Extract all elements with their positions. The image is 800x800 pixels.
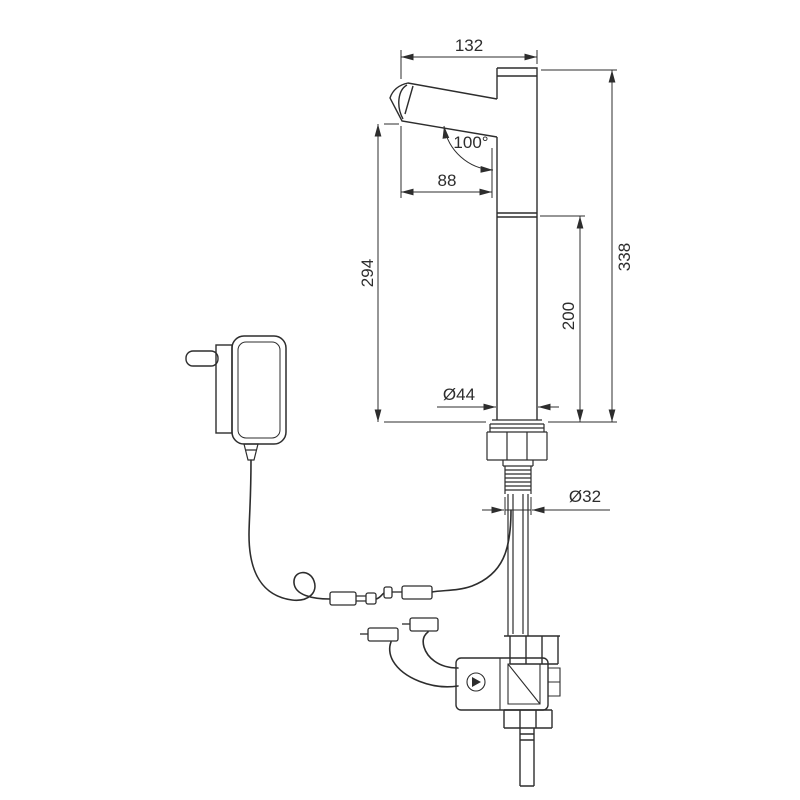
- angle-arc-100: [442, 125, 494, 173]
- dimension-labels: 132 100° 88 294 338 200 Ø44 Ø32: [358, 36, 634, 506]
- adapter-body: [231, 335, 287, 445]
- faucet-base-stack: [486, 419, 548, 494]
- connector-plug-2: [401, 585, 433, 600]
- dimensions: [374, 50, 617, 515]
- cable-boot: [243, 443, 259, 461]
- dim-label-d32: Ø32: [569, 487, 601, 506]
- box-cable-1: [422, 631, 459, 669]
- faucet-spout: [389, 82, 498, 138]
- adapter-cable: [248, 459, 331, 602]
- dim-label-200: 200: [559, 302, 578, 330]
- dim-label-88: 88: [438, 171, 457, 190]
- control-box-assembly: [455, 635, 561, 787]
- connector-plug-1: [329, 591, 357, 606]
- cables: [248, 459, 512, 688]
- control-box-details: [499, 658, 561, 710]
- connector-pins-1: [356, 595, 366, 602]
- connector-socket-2: [383, 586, 393, 599]
- valve-fitting: [504, 635, 560, 665]
- box-cable-2: [388, 641, 459, 688]
- connector-socket-1: [365, 592, 377, 605]
- power-adapter: [185, 335, 287, 461]
- dim-label-100deg: 100°: [453, 133, 488, 152]
- flow-direction-symbol: [466, 672, 486, 692]
- control-box: [455, 657, 549, 711]
- flow-arrow-icon: [472, 677, 481, 687]
- sensor-cable: [431, 509, 512, 593]
- dim-label-d44: Ø44: [443, 385, 475, 404]
- dim-label-132: 132: [455, 36, 483, 55]
- plug-prong: [185, 350, 219, 367]
- supply-hoses: [507, 494, 529, 636]
- dim-label-338: 338: [615, 243, 634, 271]
- tailpiece-nut-and-pipe: [503, 709, 553, 787]
- adapter-inner-contour: [237, 341, 281, 439]
- dim-label-294: 294: [358, 259, 377, 287]
- faucet-outline: [389, 67, 548, 636]
- connector-plug-4: [409, 617, 439, 632]
- faucet-body: [496, 67, 538, 420]
- connectors: [329, 585, 439, 642]
- connector-plug-3: [367, 627, 399, 642]
- extension-lines: [384, 50, 617, 515]
